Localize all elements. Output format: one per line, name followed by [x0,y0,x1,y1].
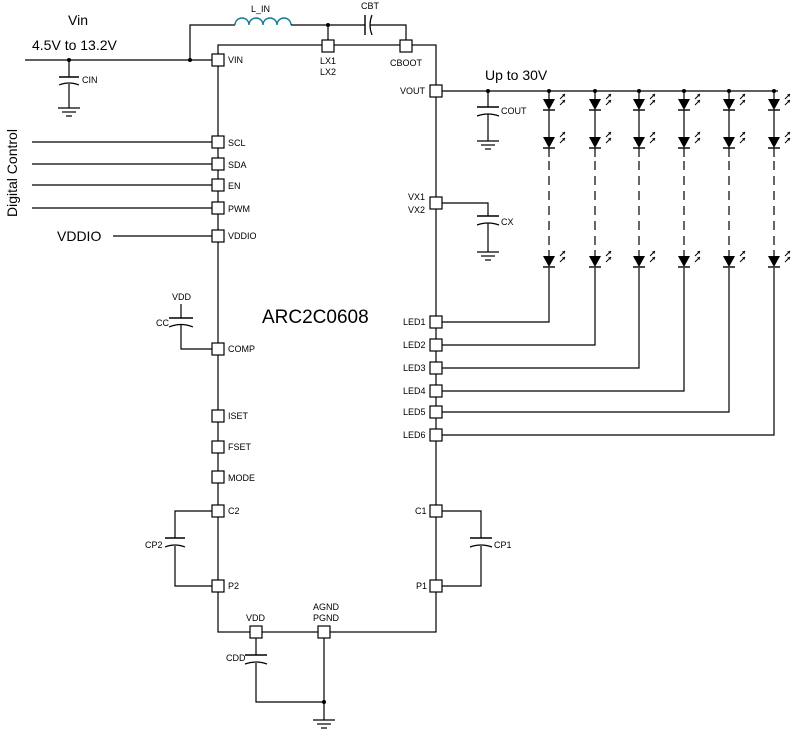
pin-c2: C2 [228,506,240,516]
led-diode [723,93,746,111]
led-strings [543,89,791,268]
cc-vdd-label: VDD [172,292,192,302]
pin-fset: FSET [228,442,252,452]
pin-iset: ISET [228,411,249,421]
led-diode [768,93,791,111]
capacitor-cdd: CDD [226,638,324,703]
led-diode [633,250,656,268]
ground-main [313,638,335,729]
cin-label: CIN [82,75,98,85]
pin-mode: MODE [228,473,255,483]
led-string-2 [589,89,612,268]
led-diode [633,93,656,111]
vin-range-label: 4.5V to 13.2V [32,37,118,53]
pin-sda: SDA [228,160,247,170]
led-string-1 [543,89,566,268]
pin-lx2: LX2 [320,67,336,77]
led-diode [678,250,701,268]
led-string-4 [678,89,701,268]
pin-vdd: VDD [246,613,266,623]
cc-label: CC [156,318,169,328]
led-diode [589,93,612,111]
pin-c1: C1 [415,506,427,516]
pin-led1: LED1 [403,317,426,327]
vin-label: Vin [68,12,88,28]
capacitor-cp2: CP2 [145,510,212,587]
capacitor-cx: CX [442,202,514,261]
capacitor-cc: VDD CC [156,292,212,350]
inductor-l-in: L_IN [189,4,365,60]
pin-pgnd: PGND [313,613,340,623]
cdd-label: CDD [226,653,246,663]
led-diode [723,250,746,268]
pin-en: EN [228,181,241,191]
pin-lx1: LX1 [320,56,336,66]
cbt-label: CBT [361,1,380,11]
cp1-label: CP1 [494,540,512,550]
pin-pwm: PWM [228,204,250,214]
pin-led6: LED6 [403,430,426,440]
inductor-label: L_IN [251,4,270,14]
capacitor-cp1: CP1 [442,510,512,587]
led-diode [589,250,612,268]
led-diode [678,93,701,111]
capacitor-cbt: CBT [361,1,407,40]
cx-label: CX [501,217,514,227]
pin-led2: LED2 [403,340,426,350]
pin-led5: LED5 [403,407,426,417]
led-diode [543,93,566,111]
led-diode [633,131,656,149]
pin-vddio: VDDIO [228,231,257,241]
pin-vx2: VX2 [408,205,425,215]
led-diode [768,250,791,268]
led-string-3 [633,89,656,268]
led-diode [543,131,566,149]
cp2-label: CP2 [145,540,163,550]
led-diode [723,131,746,149]
led-diode [543,250,566,268]
pin-led4: LED4 [403,386,426,396]
vin-supply: Vin 4.5V to 13.2V CIN [25,12,218,117]
vout-range-label: Up to 30V [485,67,548,83]
pin-comp: COMP [228,344,255,354]
pin-cboot: CBOOT [390,58,423,68]
chip-name: ARC2C0608 [262,307,369,328]
cout-label: COUT [501,106,527,116]
pin-p2: P2 [228,581,239,591]
chip-body [217,44,437,633]
led-diode [768,131,791,149]
pin-agnd: AGND [313,602,340,612]
pin-scl: SCL [228,138,246,148]
digital-control-label: Digital Control [4,129,20,217]
vddio-label: VDDIO [57,228,101,244]
led-diode [678,131,701,149]
capacitor-cout: COUT [476,91,527,150]
pin-vout: VOUT [400,86,426,96]
pin-vin: VIN [228,55,243,65]
led-string-6 [768,89,791,268]
led-string-5 [723,89,746,268]
pin-vx1: VX1 [408,192,425,202]
led-diode [589,131,612,149]
pin-p1: P1 [416,581,427,591]
pin-led3: LED3 [403,363,426,373]
